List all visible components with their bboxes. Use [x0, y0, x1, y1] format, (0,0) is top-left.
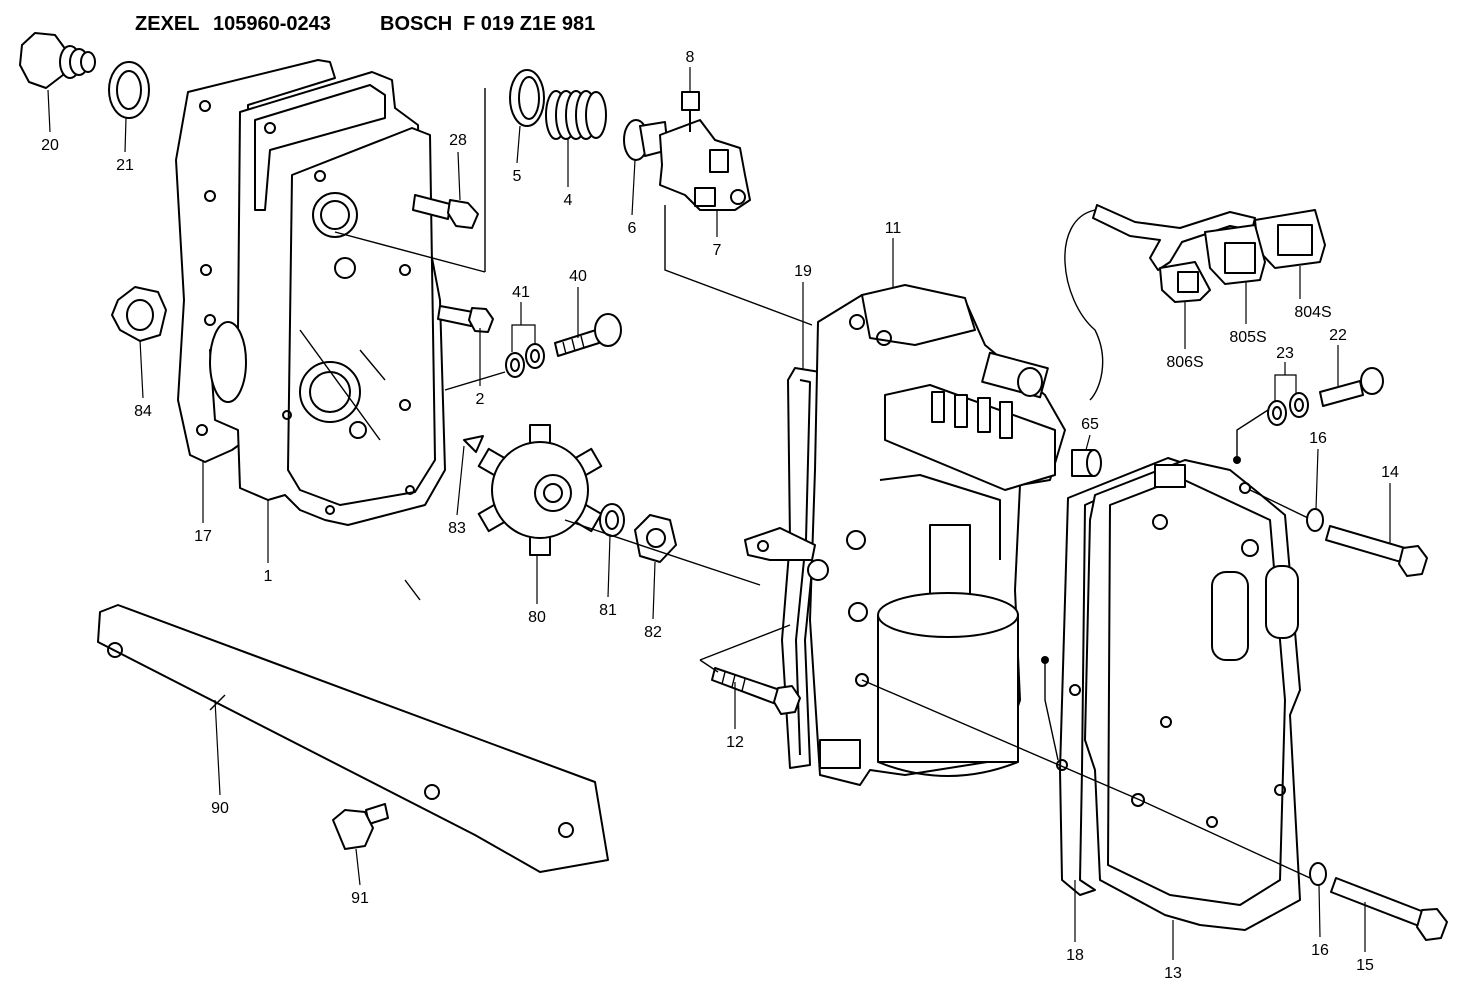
- callout-90: 90: [211, 800, 229, 817]
- callout-14: 14: [1381, 464, 1399, 481]
- assembly-lines: [209, 88, 1311, 879]
- part-82-nut: [634, 514, 677, 563]
- callout-18: 18: [1066, 947, 1084, 964]
- header-zexel-number: 105960-0243: [213, 13, 331, 35]
- leader-lines: [47, 67, 1391, 960]
- part-806S-connector: [1159, 261, 1211, 303]
- part-20-plug: [19, 32, 96, 89]
- header-brand: BOSCH: [380, 13, 452, 35]
- callout-12: 12: [726, 734, 744, 751]
- part-16-washer-upper: [1306, 508, 1324, 532]
- callout-22: 22: [1329, 327, 1347, 344]
- part-7-bracket: [659, 119, 751, 211]
- callout-21: 21: [116, 157, 134, 174]
- callout-41: 41: [512, 284, 530, 301]
- part-4-spring: [545, 90, 607, 140]
- reference-dot-upper: [1233, 456, 1241, 464]
- part-22-bolt: [1319, 367, 1384, 407]
- callout-1: 1: [264, 568, 273, 585]
- part-2-bolt: [437, 305, 494, 333]
- callout-40: 40: [569, 268, 587, 285]
- callout-11: 11: [885, 220, 902, 237]
- wiring-harness: [1064, 204, 1256, 401]
- callout-91: 91: [351, 890, 369, 907]
- callout-28: 28: [449, 132, 467, 149]
- part-805S-connector: [1204, 224, 1266, 285]
- header-bosch-number: F 019 Z1E 981: [463, 13, 595, 35]
- part-41-washers: [505, 343, 545, 378]
- part-23-washers: [1267, 392, 1309, 426]
- part-13-cover: [1084, 459, 1301, 931]
- part-8-screw: [681, 91, 700, 132]
- part-1-housing: [209, 71, 446, 526]
- reference-dot-lower: [1041, 656, 1049, 664]
- part-80-rotor: [477, 424, 603, 556]
- callout-65: 65: [1081, 416, 1099, 433]
- callout-20: 20: [41, 137, 59, 154]
- part-21-washer: [108, 61, 150, 119]
- part-12-bolt: [711, 667, 801, 715]
- part-28-bolt: [412, 194, 479, 229]
- part-81-washer: [599, 503, 625, 537]
- callout-805S: 805S: [1229, 329, 1266, 346]
- part-84-collar: [111, 286, 167, 342]
- callout-13: 13: [1164, 965, 1182, 982]
- callout-83: 83: [448, 520, 466, 537]
- callout-23: 23: [1276, 345, 1294, 362]
- part-5-ring: [509, 69, 545, 127]
- callout-7: 7: [713, 242, 722, 259]
- callout-8: 8: [686, 49, 695, 66]
- callout-806S: 806S: [1166, 354, 1203, 371]
- part-804S-connector: [1254, 209, 1326, 269]
- diagram-header: ZEXEL 105960-0243 BOSCH F 019 Z1E 981: [135, 13, 595, 35]
- header-maker: ZEXEL: [135, 13, 199, 35]
- part-11-assembly: [744, 284, 1066, 786]
- callout-labels: 20 21 28 5 4 8 6 7 11 19 41 40 2 84 17 1…: [41, 49, 1399, 982]
- part-83-key: [463, 435, 484, 453]
- part-90-plate: [97, 604, 609, 873]
- callout-804S: 804S: [1294, 304, 1331, 321]
- callout-16-upper: 16: [1309, 430, 1327, 447]
- callout-15: 15: [1356, 957, 1374, 974]
- part-16-washer-lower: [1309, 862, 1327, 886]
- part-14-bolt: [1325, 525, 1428, 577]
- callout-6: 6: [628, 220, 637, 237]
- callout-82: 82: [644, 624, 662, 641]
- callout-4: 4: [564, 192, 573, 209]
- callout-16-lower: 16: [1311, 942, 1329, 959]
- callout-81: 81: [599, 602, 617, 619]
- callout-5: 5: [513, 168, 522, 185]
- part-40-screw: [554, 313, 622, 357]
- part-65-sleeve: [1071, 449, 1102, 477]
- callout-17: 17: [194, 528, 212, 545]
- part-91-bolt: [332, 803, 389, 850]
- part-18-gasket: [1056, 457, 1181, 896]
- callout-80: 80: [528, 609, 546, 626]
- callout-2: 2: [476, 391, 485, 408]
- part-15-bolt: [1330, 877, 1448, 941]
- callout-19: 19: [794, 263, 812, 280]
- callout-84: 84: [134, 403, 152, 420]
